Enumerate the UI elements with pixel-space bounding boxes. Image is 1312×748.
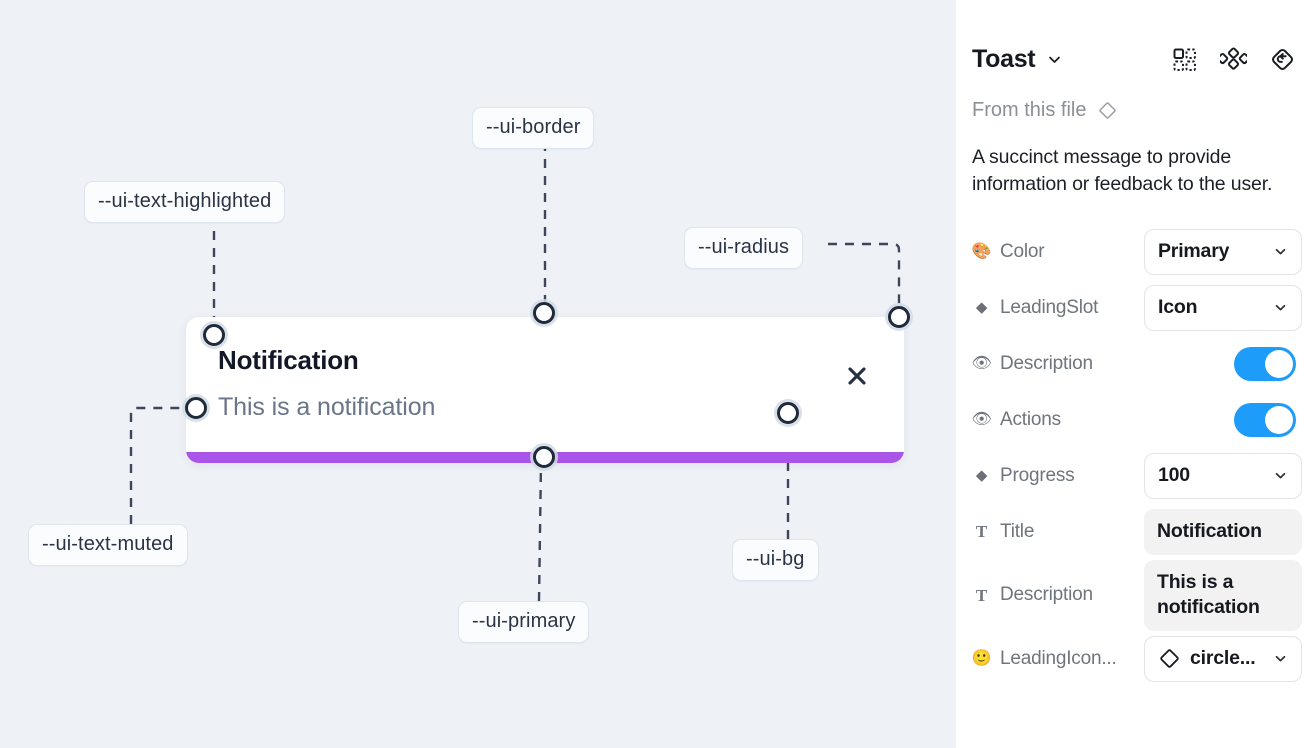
callout-ui-border[interactable]: --ui-border	[472, 107, 595, 149]
property-row-progress: ◆ Progress 100	[972, 448, 1302, 504]
anchor-border[interactable]	[533, 302, 555, 324]
property-row-description-toggle: 👁 Description	[972, 336, 1296, 392]
property-list: 🎨 Color Primary ◆ LeadingSlot	[972, 224, 1302, 687]
callout-label: --ui-bg	[746, 548, 805, 570]
property-label-progress: ◆ Progress	[972, 465, 1144, 487]
callout-ui-text-highlighted[interactable]: --ui-text-highlighted	[84, 181, 286, 223]
diamond-icon	[1097, 100, 1118, 121]
variants-icon[interactable]	[1171, 46, 1198, 73]
property-row-description-text: T Description This is a notification	[972, 559, 1302, 631]
from-this-file-label: From this file	[972, 99, 1087, 121]
diamond-icon: ◆	[975, 299, 988, 317]
property-control-leadingslot: Icon	[1144, 284, 1302, 331]
close-icon[interactable]	[844, 363, 870, 389]
property-control-description-toggle	[1234, 346, 1296, 381]
color-select[interactable]: Primary	[1144, 228, 1302, 275]
actions-toggle[interactable]	[1234, 402, 1296, 437]
toast-title: Notification	[218, 345, 359, 375]
anchor-text-muted[interactable]	[185, 397, 207, 419]
page-title: Toast	[972, 44, 1036, 73]
callout-ui-primary[interactable]: --ui-primary	[458, 601, 590, 643]
text-icon: T	[975, 585, 988, 605]
property-label-description: 👁 Description	[972, 353, 1144, 375]
property-label-text: Description	[1000, 584, 1093, 606]
panel-header: Toast	[972, 30, 1296, 88]
preview-canvas[interactable]: --ui-text-highlighted --ui-border --ui-r…	[0, 0, 956, 748]
callout-label: --ui-radius	[698, 236, 790, 258]
property-row-leadingslot: ◆ LeadingSlot Icon	[972, 280, 1302, 336]
property-control-progress: 100	[1144, 452, 1302, 499]
text-icon: T	[975, 522, 988, 542]
palette-icon: 🎨	[972, 242, 992, 260]
callout-label: --ui-border	[486, 116, 581, 138]
property-row-color: 🎨 Color Primary	[972, 224, 1302, 280]
anchor-text-highlighted[interactable]	[203, 324, 225, 346]
progress-select[interactable]: 100	[1144, 452, 1302, 499]
property-row-leadingicon: 🙂 LeadingIcon... circle...	[972, 631, 1302, 687]
anchor-primary[interactable]	[533, 446, 555, 468]
property-label-text: Title	[1000, 520, 1035, 542]
property-row-actions-toggle: 👁 Actions	[972, 392, 1296, 448]
leadingslot-select[interactable]: Icon	[1144, 284, 1302, 331]
component-icon[interactable]	[1220, 46, 1247, 73]
emoji-icon: 🙂	[972, 649, 992, 667]
property-control-color: Primary	[1144, 228, 1302, 275]
description-toggle[interactable]	[1234, 346, 1296, 381]
property-label-text: LeadingIcon...	[1000, 647, 1117, 669]
chevron-down-icon[interactable]	[1046, 51, 1063, 68]
chevron-down-icon	[1273, 244, 1288, 259]
description-input[interactable]: This is a notification	[1144, 559, 1302, 631]
eye-icon: 👁	[972, 410, 992, 428]
progress-select-value: 100	[1158, 464, 1190, 487]
callout-label: --ui-text-muted	[42, 533, 174, 555]
leadingicon-select-value: circle...	[1190, 647, 1256, 669]
chevron-down-icon	[1273, 468, 1288, 483]
property-label-text: Description	[1000, 352, 1093, 374]
from-this-file-row[interactable]: From this file	[972, 99, 1296, 122]
property-label-title: T Title	[972, 521, 1144, 543]
anchor-bg[interactable]	[777, 402, 799, 424]
properties-panel: Toast	[956, 0, 1312, 748]
callout-label: --ui-text-highlighted	[98, 190, 272, 212]
chevron-down-icon	[1273, 651, 1288, 666]
panel-toolbar	[1171, 46, 1296, 73]
diamond-icon	[1158, 647, 1181, 670]
leadingicon-select[interactable]: circle...	[1144, 635, 1302, 682]
property-control-actions-toggle	[1234, 402, 1296, 437]
property-label-leadingicon: 🙂 LeadingIcon...	[972, 648, 1144, 670]
diamond-icon: ◆	[975, 467, 988, 485]
component-description: A succinct message to provide informatio…	[972, 146, 1273, 195]
property-label-text: Progress	[1000, 464, 1075, 486]
property-label-text: Actions	[1000, 408, 1061, 430]
color-select-value: Primary	[1158, 240, 1230, 263]
callout-ui-radius[interactable]: --ui-radius	[684, 227, 804, 269]
property-label-text: Color	[1000, 240, 1045, 262]
reset-icon[interactable]	[1269, 46, 1296, 73]
property-row-title: T Title Notification	[972, 504, 1302, 560]
chevron-down-icon	[1273, 300, 1288, 315]
callout-ui-text-muted[interactable]: --ui-text-muted	[28, 524, 188, 566]
title-input[interactable]: Notification	[1144, 508, 1302, 555]
property-control-title: Notification	[1144, 508, 1302, 555]
property-label-leadingslot: ◆ LeadingSlot	[972, 297, 1144, 319]
toast-component[interactable]: Notification This is a notification	[186, 317, 904, 463]
property-label-actions: 👁 Actions	[972, 409, 1144, 431]
property-label-description-text: T Description	[972, 584, 1144, 606]
property-label-text: LeadingSlot	[1000, 296, 1099, 318]
anchor-radius[interactable]	[888, 306, 910, 328]
callout-ui-bg[interactable]: --ui-bg	[732, 539, 819, 581]
property-label-color: 🎨 Color	[972, 241, 1144, 263]
eye-icon: 👁	[972, 354, 992, 372]
toast-description: This is a notification	[218, 393, 436, 421]
callout-label: --ui-primary	[472, 610, 576, 632]
property-control-description-text: This is a notification	[1144, 559, 1302, 631]
property-control-leadingicon: circle...	[1144, 635, 1302, 682]
leadingslot-select-value: Icon	[1158, 296, 1198, 319]
